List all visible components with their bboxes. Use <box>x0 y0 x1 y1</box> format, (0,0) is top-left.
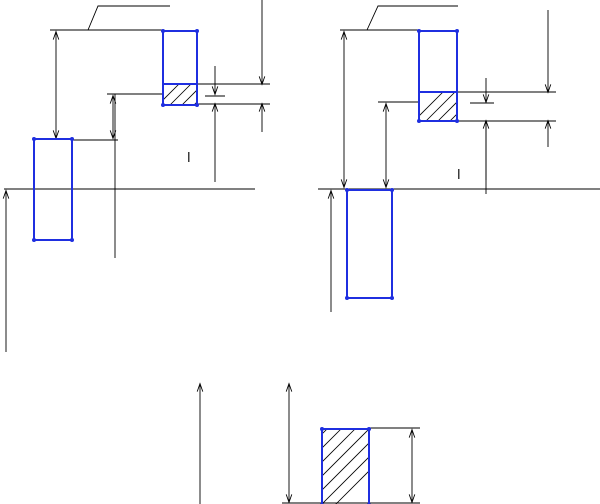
corner-dots <box>32 29 459 504</box>
corner-dot <box>455 29 459 33</box>
corner-dot <box>455 119 459 123</box>
corner-dot <box>417 29 421 33</box>
corner-dot <box>161 29 165 33</box>
corner-dot <box>390 296 394 300</box>
right-diagram-mark: l <box>457 168 461 183</box>
corner-dot <box>32 238 36 242</box>
corner-dot <box>345 188 349 192</box>
corner-dot <box>195 103 199 107</box>
corner-dot <box>390 188 394 192</box>
corner-dot <box>70 238 74 242</box>
corner-dot <box>367 427 371 431</box>
corner-dot <box>417 119 421 123</box>
left-shaft-tolerance-box <box>33 138 73 241</box>
corner-dot <box>70 137 74 141</box>
bottom-hatched-tolerance-band <box>322 428 369 504</box>
corner-dot <box>161 103 165 107</box>
corner-dot <box>32 137 36 141</box>
left-hatched-tolerance-band <box>163 84 197 105</box>
corner-dot <box>320 427 324 431</box>
right-fit-diagram: l <box>318 5 600 312</box>
right-shaft-tolerance-box <box>346 189 393 299</box>
left-diagram-mark: l <box>187 151 191 166</box>
left-leader-line <box>87 5 170 31</box>
left-fit-diagram: l <box>4 0 270 352</box>
bottom-tolerance-box <box>321 428 370 504</box>
right-hole-tolerance-box <box>418 30 458 122</box>
corner-dot <box>195 29 199 33</box>
corner-dot <box>345 296 349 300</box>
bottom-fit-diagram <box>200 384 420 504</box>
right-hatched-tolerance-band <box>419 92 457 121</box>
right-leader-line <box>366 5 458 31</box>
left-hole-tolerance-box <box>162 30 198 106</box>
